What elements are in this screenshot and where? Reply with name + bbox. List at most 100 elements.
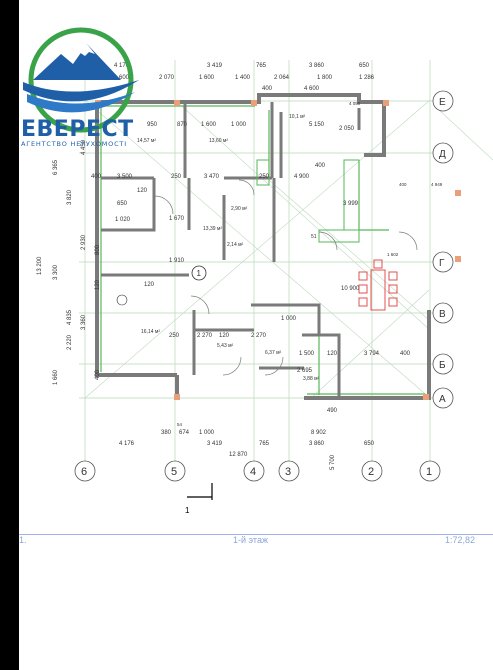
svg-text:54: 54 (177, 422, 183, 427)
plan-page: 4 176 3 419 765 3 860 650 1 600 2 070 1 … (19, 0, 493, 670)
logo-wordmark: ЕВЕРЕСТ (21, 117, 134, 142)
interior-walls (101, 102, 361, 398)
svg-text:1 602: 1 602 (387, 252, 399, 257)
area-room-10: 6,37 м² (265, 350, 282, 356)
axis-col-5: 5 (171, 466, 177, 478)
svg-text:2 050: 2 050 (339, 126, 355, 132)
footer-divider (19, 534, 493, 535)
axis-col-4: 4 (250, 466, 256, 478)
svg-text:950: 950 (147, 122, 158, 128)
footer-scale: 1:72,82 (445, 535, 476, 545)
svg-text:120: 120 (144, 282, 155, 288)
everest-logo-icon (23, 27, 139, 133)
dimension-labels: 4 176 3 419 765 3 860 650 1 600 2 070 1 … (37, 63, 443, 470)
axis-col-1: 1 (426, 466, 432, 478)
svg-text:3 500: 3 500 (117, 174, 133, 180)
dim-top2-2: 2 070 (159, 75, 175, 81)
axis-row-g: Г (439, 258, 445, 269)
row-axis-markers: Е Д Г В Б А (432, 90, 454, 409)
kitchen-counter (256, 159, 360, 243)
footer-sheet-number: 1. (19, 535, 27, 545)
svg-text:1 910: 1 910 (169, 258, 185, 264)
dim-top3-2: 4 600 (304, 86, 320, 92)
area-room-6: 2,14 м² (227, 242, 244, 248)
svg-text:120: 120 (137, 188, 148, 194)
svg-text:400: 400 (315, 163, 326, 169)
dim-top2-6: 1 800 (317, 75, 333, 81)
section-arrow-icon (187, 483, 213, 500)
center-marker: 1 (116, 265, 207, 306)
section-mark-label: 1 (185, 506, 190, 515)
svg-text:1 660: 1 660 (53, 369, 59, 385)
svg-text:3 419: 3 419 (207, 441, 223, 447)
svg-text:1: 1 (197, 269, 202, 278)
svg-text:3 794: 3 794 (364, 351, 380, 357)
axis-row-d: Д (439, 149, 446, 160)
svg-text:650: 650 (117, 201, 128, 207)
column-axis-markers: 6 5 4 3 2 1 (74, 460, 441, 482)
construction-lines (84, 99, 493, 401)
svg-text:4 176: 4 176 (119, 441, 135, 447)
dim-top3-1: 400 (262, 86, 273, 92)
svg-text:13 200: 13 200 (37, 256, 43, 275)
svg-text:2 270: 2 270 (251, 333, 267, 339)
svg-text:4 949: 4 949 (431, 182, 443, 187)
svg-text:3 820: 3 820 (67, 189, 73, 205)
svg-text:1 020: 1 020 (115, 217, 131, 223)
axis-row-e: Е (439, 97, 446, 108)
area-room-7: 51 (311, 234, 317, 240)
svg-text:765: 765 (259, 441, 270, 447)
svg-text:1 000: 1 000 (281, 316, 297, 322)
axis-row-a: А (439, 394, 446, 405)
dim-top-1: 4 176 (114, 63, 130, 69)
svg-text:2 930: 2 930 (81, 234, 87, 250)
svg-text:1 000: 1 000 (199, 430, 215, 436)
area-room-1: 14,57 м² (137, 138, 156, 144)
svg-text:3 360: 3 360 (81, 314, 87, 330)
svg-text:5 150: 5 150 (309, 122, 325, 128)
svg-text:2 220: 2 220 (67, 334, 73, 350)
svg-text:380: 380 (161, 430, 172, 436)
axis-row-v: В (439, 309, 446, 320)
axis-grid (79, 60, 443, 462)
svg-text:120: 120 (95, 279, 101, 290)
room-area-labels: 14,57 м² 13,60 м² 10,1 м² 2,90 м² 13,39 … (137, 114, 320, 382)
dim-top2-5: 2 064 (274, 75, 290, 81)
door-swings (154, 179, 418, 376)
svg-text:1 000: 1 000 (231, 122, 247, 128)
svg-text:5 700: 5 700 (330, 454, 336, 470)
svg-text:10 900: 10 900 (341, 286, 360, 292)
svg-text:8 902: 8 902 (311, 430, 327, 436)
svg-text:490: 490 (327, 408, 338, 414)
svg-text:4 900: 4 900 (294, 174, 310, 180)
dim-top2-7: 1 286 (359, 75, 375, 81)
svg-text:1 500: 1 500 (299, 351, 315, 357)
svg-text:400: 400 (91, 174, 102, 180)
svg-text:650: 650 (364, 441, 375, 447)
svg-text:3 300: 3 300 (53, 264, 59, 280)
svg-text:3 999: 3 999 (343, 201, 359, 207)
dim-top-3: 765 (256, 63, 267, 69)
dim-top2-4: 1 400 (235, 75, 251, 81)
svg-text:250: 250 (169, 333, 180, 339)
svg-text:12 870: 12 870 (229, 452, 248, 458)
svg-text:674: 674 (179, 430, 190, 436)
axis-col-3: 3 (285, 466, 291, 478)
svg-text:800: 800 (95, 244, 101, 255)
svg-text:2 695: 2 695 (297, 368, 313, 374)
svg-text:4 450: 4 450 (81, 139, 87, 155)
svg-text:3 860: 3 860 (309, 441, 325, 447)
area-room-4: 2,90 м² (231, 206, 248, 212)
dim-top-2: 3 419 (207, 63, 223, 69)
area-room-3: 10,1 м² (289, 114, 306, 120)
area-room-5: 13,39 м² (203, 226, 222, 232)
dining-table-furniture (358, 259, 398, 311)
svg-text:4 050: 4 050 (349, 101, 361, 106)
dim-top-4: 3 860 (309, 63, 325, 69)
axis-row-b: Б (439, 360, 446, 371)
svg-text:400: 400 (400, 351, 411, 357)
area-room-8: 16,14 м² (141, 329, 160, 335)
axis-col-2: 2 (368, 466, 374, 478)
svg-text:1 600: 1 600 (201, 122, 217, 128)
logo-tagline: АГЕНТСТВО НЕРУХОМОСТІ (21, 140, 127, 148)
